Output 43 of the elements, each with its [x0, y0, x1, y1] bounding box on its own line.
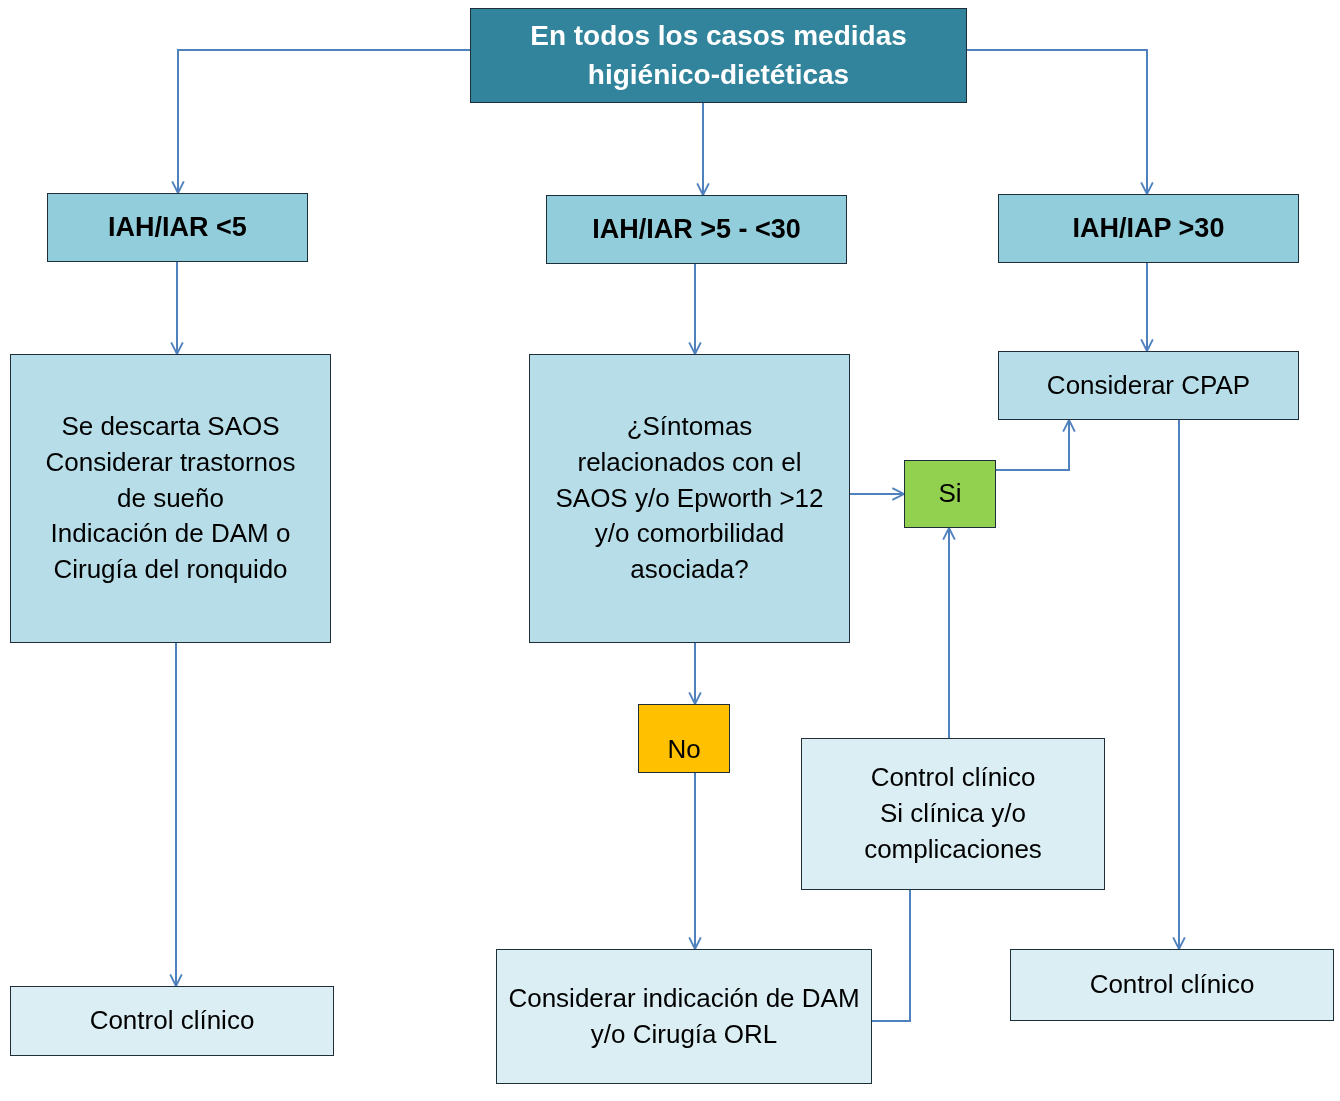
process-box [801, 738, 1105, 890]
decision-box [638, 704, 730, 773]
box-text: Control clínico [1089, 968, 1255, 1002]
process-box [10, 986, 334, 1056]
box-text: No [667, 733, 701, 767]
arrow [1140, 262, 1154, 352]
box-text: Control clínico [89, 1004, 255, 1038]
arrow [849, 487, 905, 501]
arrow [1172, 419, 1186, 950]
box-text: IAH/IAR >5 - <30 [592, 212, 801, 246]
process-box [529, 354, 850, 643]
process-box [998, 351, 1299, 420]
box-text: Considerar trastornos de sueño [44, 445, 297, 515]
box-text: Considerar indicación de DAM y/o Cirugía ORL [507, 981, 861, 1051]
decision-box [904, 460, 996, 528]
process-box [496, 949, 872, 1084]
arrow [942, 527, 956, 739]
process-box [10, 354, 331, 643]
process-box [1010, 949, 1334, 1021]
process-box [470, 8, 967, 103]
arrow [170, 261, 184, 355]
box-text: IAH/IAR <5 [108, 210, 247, 244]
box-text: Si clínica y/o complicaciones [863, 797, 1043, 866]
box-text: Indicación de DAM o Cirugía del ronquido [49, 517, 292, 587]
arrow [966, 49, 1154, 195]
connector-line [871, 889, 911, 1022]
process-box [998, 194, 1299, 263]
arrow [995, 419, 1076, 471]
box-text: Se descarta SAOS [61, 409, 280, 443]
box-text: Si [938, 477, 962, 511]
arrow [696, 102, 710, 196]
box-text: IAH/IAP >30 [1072, 211, 1225, 245]
box-text: En todos los casos medidas higiénico-dietéticas [529, 18, 908, 92]
arrow [169, 642, 183, 987]
box-text: ¿Síntomas relacionados con el SAOS y/o Epworth >12 y/o comorbilidad asociada? [554, 409, 825, 587]
box-text: Considerar CPAP [1046, 368, 1251, 402]
box-text: Control clínico [870, 761, 1036, 795]
arrow [688, 263, 702, 355]
arrow [688, 642, 702, 705]
process-box [546, 195, 847, 264]
arrow [171, 49, 471, 194]
process-box [47, 193, 308, 262]
arrow [688, 772, 702, 950]
